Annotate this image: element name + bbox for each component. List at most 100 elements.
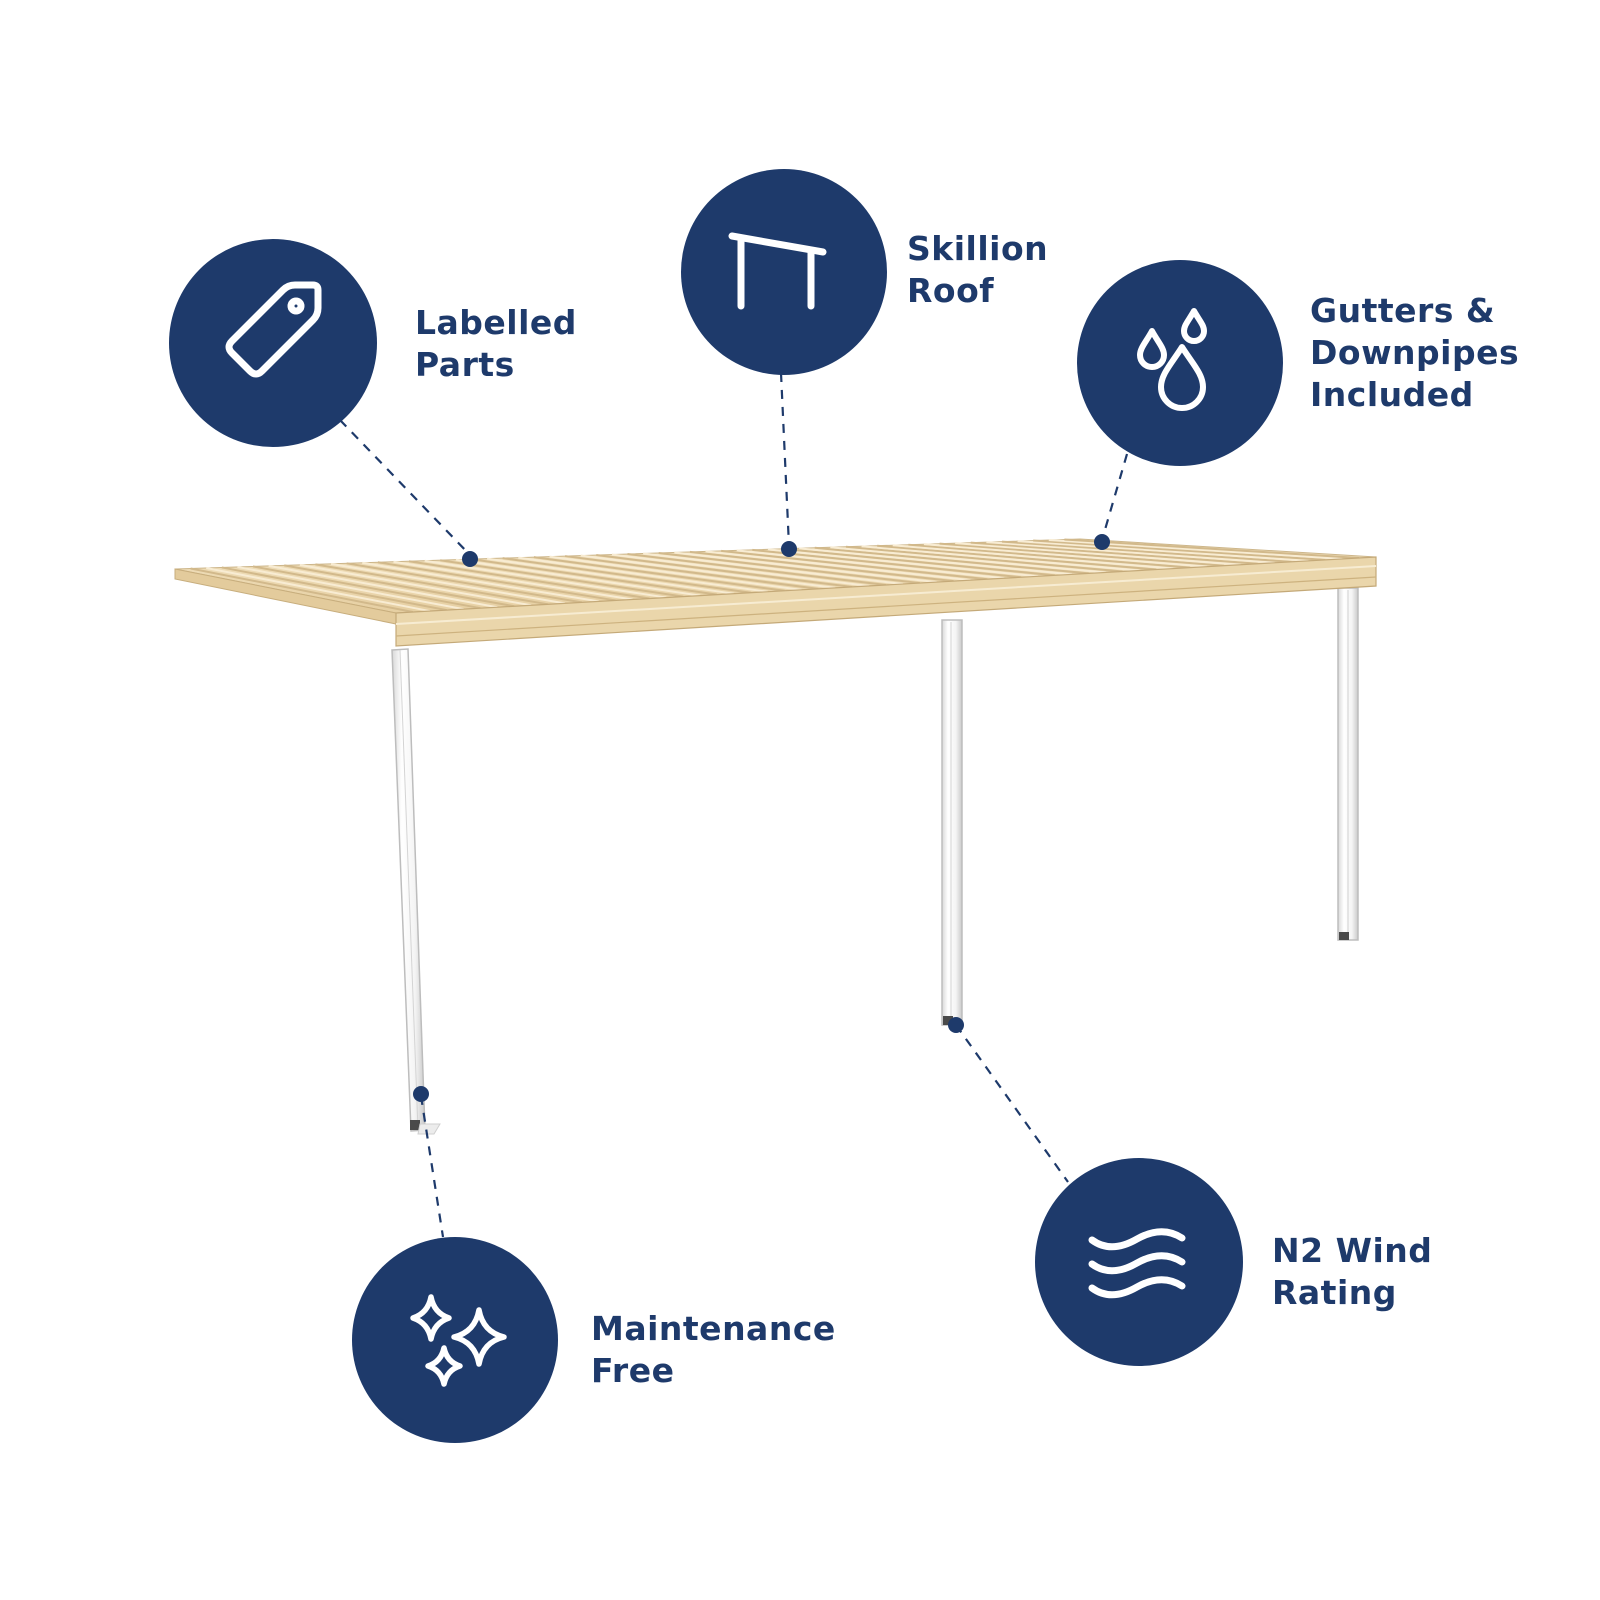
roof-rib xyxy=(455,558,701,597)
leader-labelled-parts xyxy=(339,419,471,556)
front-left-post xyxy=(391,648,441,1135)
roof-rib xyxy=(627,553,887,586)
roof-rib xyxy=(736,549,1005,580)
callout-leaders xyxy=(339,372,1129,1238)
feature-circle-n2-wind-rating xyxy=(1035,1158,1243,1366)
price-tag-icon xyxy=(225,281,322,378)
roof-rib xyxy=(580,554,836,589)
label-line: Free xyxy=(591,1351,675,1390)
label-n2-wind-rating: N2 Wind Rating xyxy=(1272,1230,1432,1314)
roof-rib xyxy=(674,551,937,584)
roof-rib xyxy=(393,560,633,601)
roof-rib xyxy=(1033,539,1326,561)
leader-wind-rating xyxy=(955,1024,1069,1183)
label-line: Labelled xyxy=(415,303,577,342)
roof-corrugations xyxy=(190,538,1360,614)
roof-rib xyxy=(845,545,1123,573)
front-middle-post xyxy=(941,619,963,1026)
roof-rib xyxy=(362,561,599,603)
wind-waves-icon xyxy=(1088,1228,1186,1299)
label-line: Included xyxy=(1310,375,1474,414)
callout-dots xyxy=(413,534,1110,1102)
roof-rib xyxy=(986,541,1275,564)
roof-rib xyxy=(533,556,785,592)
roof-rib xyxy=(408,560,650,600)
roof-rib xyxy=(377,561,616,602)
roof-rib xyxy=(299,563,532,607)
sparkles-icon xyxy=(410,1294,507,1387)
label-line: Rating xyxy=(1272,1273,1397,1312)
dot-maintenance-free xyxy=(413,1086,429,1102)
dot-gutters xyxy=(1094,534,1110,550)
roof-rib xyxy=(346,562,583,604)
feature-circle-skillion-roof xyxy=(681,169,887,375)
roof-rib xyxy=(705,550,971,582)
feature-circle-gutters-downpipes xyxy=(1077,260,1283,466)
label-line: N2 Wind xyxy=(1272,1231,1433,1270)
dot-wind-rating xyxy=(948,1017,964,1033)
label-maintenance-free: Maintenance Free xyxy=(591,1308,836,1392)
roof-rib xyxy=(923,543,1208,568)
roof-rib xyxy=(596,554,853,588)
dot-labelled-parts xyxy=(462,551,478,567)
leader-skillion-roof xyxy=(779,372,791,547)
roof-rib xyxy=(330,562,566,605)
roof-rib xyxy=(658,551,920,585)
roof-rib xyxy=(206,566,430,613)
roof-rib xyxy=(939,542,1225,567)
roof-rib xyxy=(518,556,768,593)
roof-rib xyxy=(1017,540,1309,562)
label-labelled-parts: Labelled Parts xyxy=(415,302,577,386)
skillion-roof-icon xyxy=(728,232,827,310)
roof-rib xyxy=(861,545,1140,572)
feature-circle-labelled-parts xyxy=(169,239,377,447)
roof-rib xyxy=(471,558,718,596)
roof-rib xyxy=(752,548,1022,579)
roof-rib xyxy=(549,555,802,591)
roof-rib xyxy=(268,564,498,609)
label-line: Parts xyxy=(415,345,515,384)
roof-rib xyxy=(783,547,1056,577)
roof-rib xyxy=(799,547,1072,576)
roof-rib xyxy=(1064,538,1360,559)
label-line: Roof xyxy=(907,271,995,310)
roof-rib xyxy=(237,565,464,611)
roof-rib xyxy=(611,553,870,587)
roof-rib xyxy=(190,567,414,614)
label-line: Downpipes xyxy=(1310,333,1520,372)
roof-rib xyxy=(877,544,1157,571)
roof-rib xyxy=(955,542,1241,566)
roof-rib xyxy=(486,557,735,595)
dot-skillion-roof xyxy=(781,541,797,557)
roof-rib xyxy=(689,550,954,583)
roof-rib xyxy=(767,548,1039,578)
back-right-post xyxy=(1337,587,1359,941)
roof-rib xyxy=(502,557,751,594)
pergola-structure xyxy=(174,538,1377,1135)
roof-rib xyxy=(221,566,447,612)
roof-rib xyxy=(892,544,1174,570)
roof-rib xyxy=(440,559,684,598)
roof-rib xyxy=(424,559,667,599)
roof-rib xyxy=(564,555,819,590)
roof-rib xyxy=(830,546,1106,574)
roof-rib xyxy=(642,552,904,586)
feature-circle-maintenance-free xyxy=(352,1237,558,1443)
roof-rib xyxy=(315,563,549,606)
front-gutter-beam xyxy=(395,556,1377,647)
label-skillion-roof: Skillion Roof xyxy=(907,228,1048,312)
roof-rib xyxy=(1001,540,1292,563)
label-line: Maintenance xyxy=(591,1309,836,1348)
roof-rib xyxy=(252,565,481,610)
roof-rib xyxy=(721,549,988,581)
label-gutters-downpipes: Gutters & Downpipes Included xyxy=(1310,290,1519,416)
leader-maintenance-free xyxy=(419,1095,445,1238)
leader-gutters xyxy=(1100,453,1129,541)
roof-rib xyxy=(814,546,1089,575)
water-drops-icon xyxy=(1137,308,1207,411)
label-line: Gutters & xyxy=(1310,291,1496,330)
roof-rib xyxy=(908,543,1191,569)
roof-rib xyxy=(970,541,1258,565)
